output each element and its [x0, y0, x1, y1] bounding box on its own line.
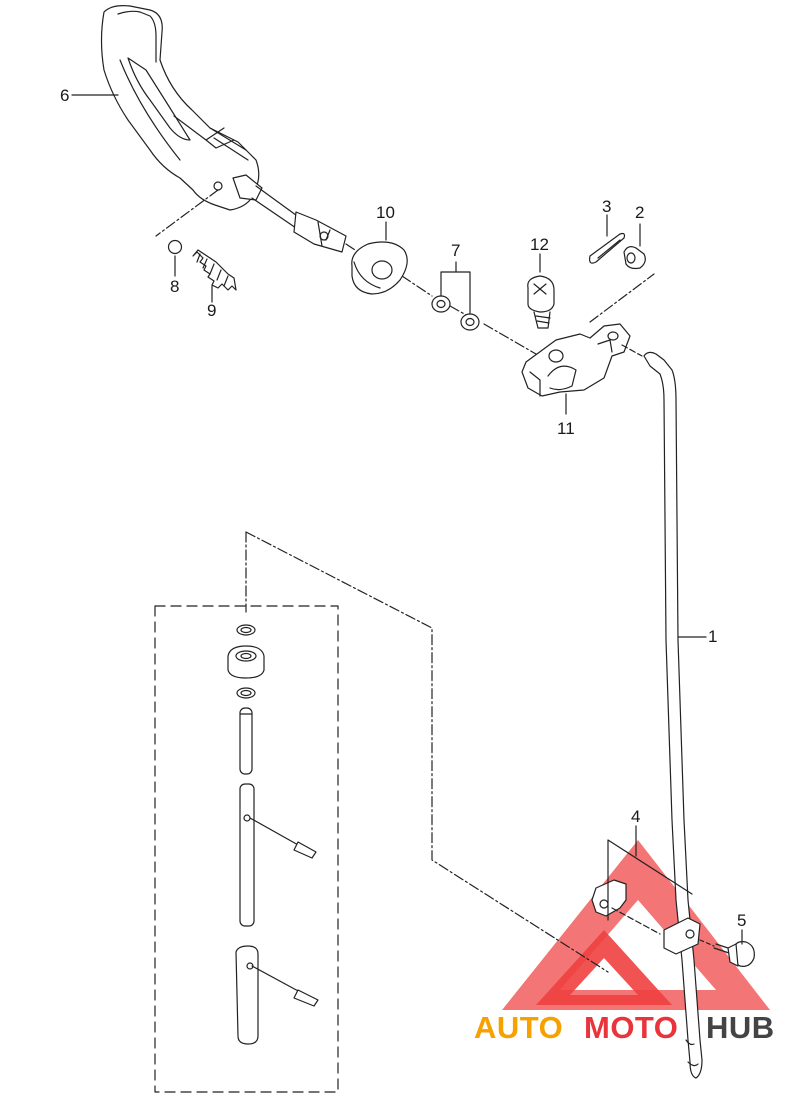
screw-part-12 — [527, 275, 555, 329]
callout-1: 1 — [708, 627, 718, 646]
callout-5: 5 — [737, 911, 747, 930]
lower-o-ring — [236, 624, 256, 636]
callout-7: 7 — [451, 241, 461, 260]
watermark-part-a: AUTO — [474, 1010, 564, 1045]
lower-pin-short — [239, 707, 253, 775]
callout-4: 4 — [631, 807, 641, 826]
callout-10: 10 — [376, 203, 395, 222]
callout-12: 12 — [530, 235, 549, 254]
lower-assembly-box — [154, 605, 339, 1093]
bracket-part-11 — [521, 323, 631, 397]
leader-4 — [607, 825, 693, 921]
lower-washer — [236, 687, 256, 699]
callout-6: 6 — [60, 86, 70, 105]
dash-lower-connection — [245, 531, 609, 973]
grommet-part-10 — [351, 241, 408, 295]
leader-7 — [440, 261, 471, 315]
shift-rod-part-1 — [643, 351, 703, 1079]
cotter-pin-part-3 — [589, 232, 626, 264]
bolt-part-5 — [713, 941, 755, 967]
watermark-part-b: MOTO — [584, 1010, 679, 1045]
washers-part-7 — [431, 295, 480, 331]
shift-handle-part-6 — [100, 5, 347, 253]
callout-11: 11 — [557, 419, 575, 438]
callout-9: 9 — [207, 301, 217, 320]
ball-part-8 — [167, 239, 183, 255]
callout-2: 2 — [635, 203, 645, 222]
dash-bracket-clip — [589, 273, 655, 323]
watermark-part-c: HUB — [706, 1010, 775, 1045]
dash-bracket-rod — [621, 344, 643, 357]
dash-handle-ball — [155, 189, 219, 237]
watermark-triangle — [502, 840, 770, 1010]
rod-connector-part-4 — [591, 879, 701, 955]
lower-shaft-bottom — [235, 945, 319, 1045]
lower-grommet — [227, 645, 265, 679]
lower-shaft-middle — [239, 783, 317, 927]
callout-8: 8 — [170, 277, 180, 296]
spring-part-9 — [192, 249, 237, 291]
bushing-part-2 — [623, 246, 646, 270]
callout-3: 3 — [602, 197, 612, 216]
dash-bolt — [699, 939, 715, 947]
